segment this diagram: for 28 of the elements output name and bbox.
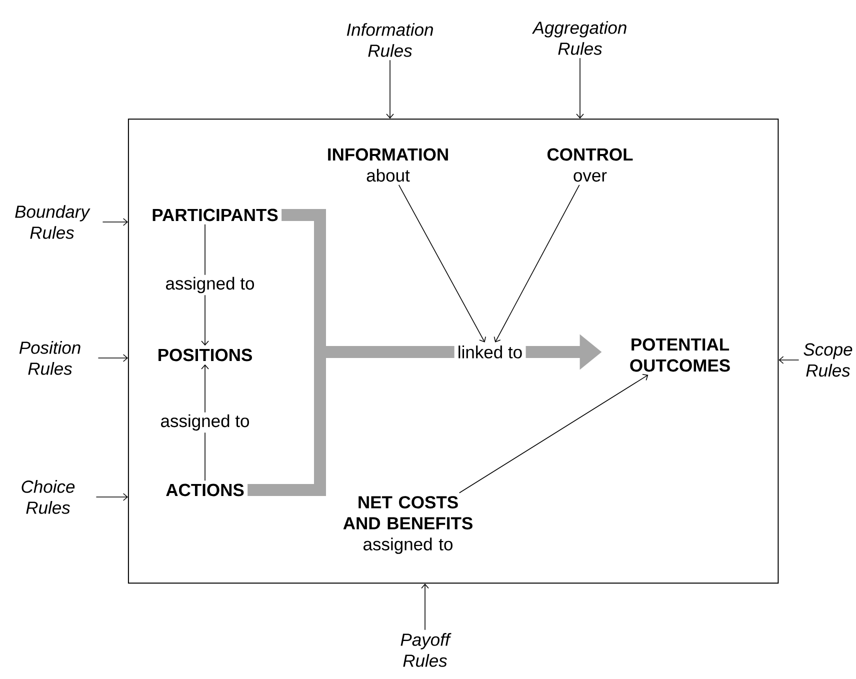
edge-label: assigned to [158,412,252,433]
arrow [421,584,429,630]
arrow [778,356,800,364]
arrow [398,184,486,342]
arrow [102,218,128,226]
arrow [386,60,394,119]
concept-label: CONTROL over [547,148,633,182]
concept-label: NET COSTS AND BENEFITS assigned to [343,496,472,554]
arrow [494,184,580,342]
concept-label: POTENTIAL OUTCOMES [630,338,730,372]
rule-label: Position Rules [19,341,80,375]
rule-label: Payoff Rules [400,633,452,667]
rule-label: Choice Rules [22,480,75,514]
arrow [576,58,584,119]
rule-label: Information Rules [346,23,433,57]
edge-label: assigned to [163,274,257,296]
concept-label: ACTIONS [166,484,244,496]
concept-label: POSITIONS [158,348,252,362]
arrow [458,374,648,494]
rule-label: Boundary Rules [15,205,90,239]
arrow-label: linked to [458,346,522,358]
arrow [96,493,128,501]
rule-label: Aggregation Rules [532,21,626,55]
concept-label: INFORMATION about [328,148,448,182]
concept-label: PARTICIPANTS [152,208,278,222]
arrow [98,354,128,362]
frame-box [128,118,779,584]
rule-label: Scope Rules [804,343,852,377]
